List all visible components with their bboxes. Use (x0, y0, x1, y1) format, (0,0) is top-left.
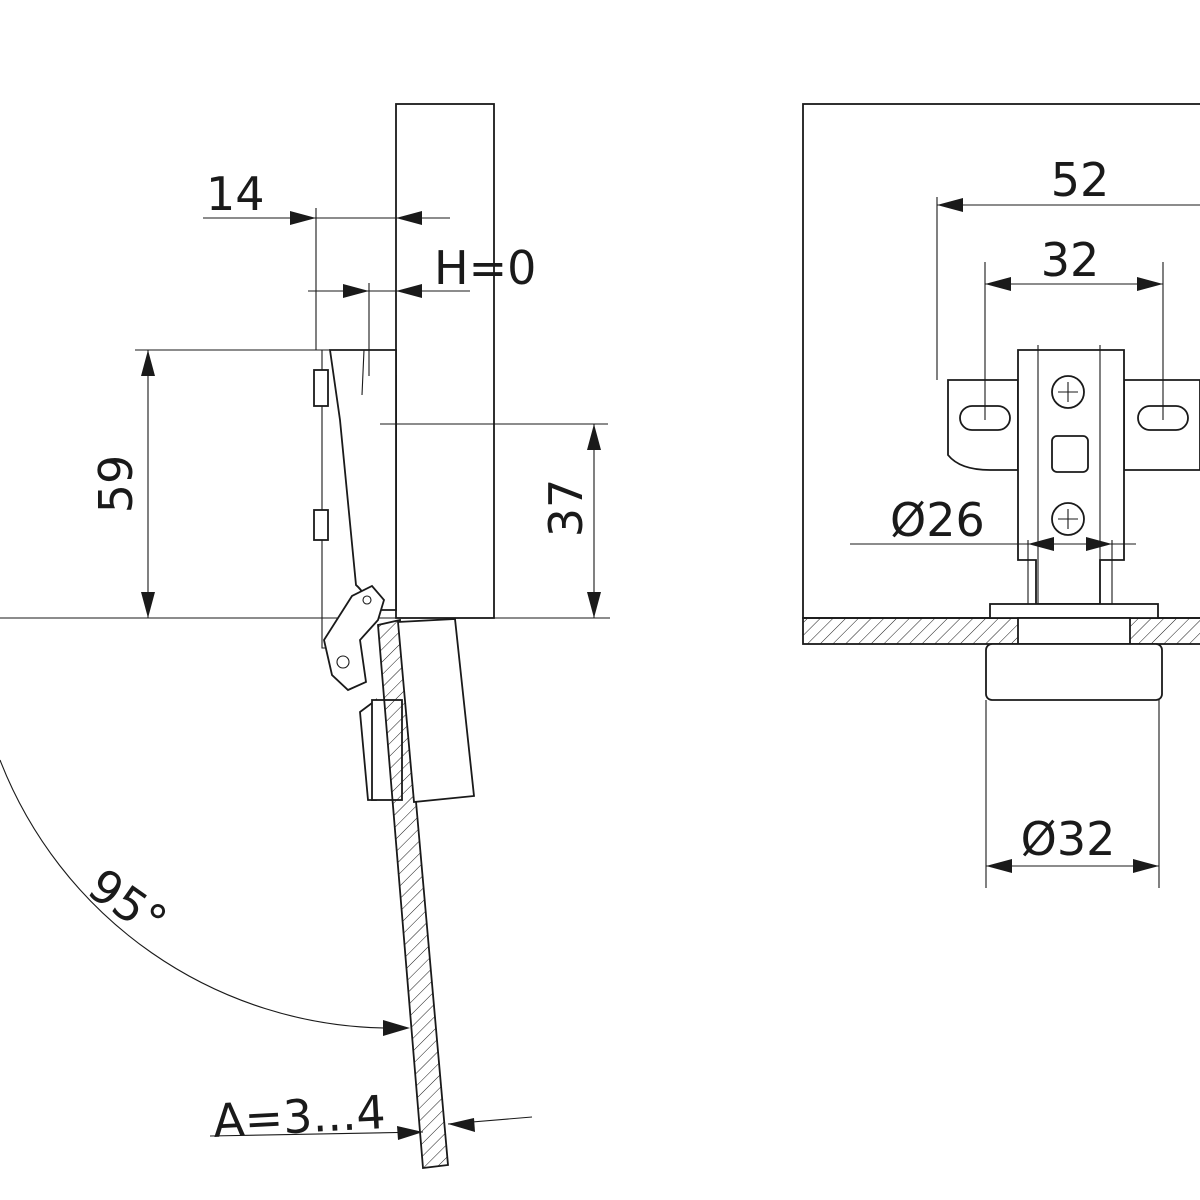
dim-width-32: 32 (984, 233, 1164, 420)
dim-width-52-text: 52 (1051, 153, 1110, 207)
dim-overlay-14-text: 14 (206, 167, 265, 221)
front-adjust-window (1051, 435, 1089, 473)
front-cabinet-panel (802, 103, 1200, 619)
hinge-linkage (323, 584, 386, 692)
cup-block (397, 618, 475, 803)
dim-overlay-14: 14 (203, 167, 450, 350)
dim-gap-a-text: A=3...4 (212, 1085, 387, 1148)
dim-diameter-32: Ø32 (985, 700, 1160, 888)
hinge-arm (328, 349, 397, 611)
dim-angle-95-text: 95° (79, 858, 177, 949)
dim-height-h0-text: H=0 (434, 241, 536, 295)
front-cup-body (985, 643, 1163, 701)
front-cup-flange (989, 603, 1159, 619)
dim-cup-37-text: 37 (539, 479, 593, 538)
dim-cup-37: 37 (380, 423, 608, 618)
dim-width-32-text: 32 (1041, 233, 1100, 287)
dim-diameter-26: Ø26 (850, 493, 1136, 604)
arm-screw-upper (313, 369, 329, 407)
dim-width-52: 52 (936, 153, 1200, 380)
front-door-section (802, 617, 1200, 645)
front-view: 52 32 Ø26 Ø32 (802, 103, 1200, 888)
front-cup-ring (1017, 617, 1131, 645)
dim-plate-59: 59 (89, 349, 396, 618)
dim-angle-95: 95° (0, 759, 410, 1036)
hinge-pin-lower (336, 655, 350, 669)
dim-height-h0: H=0 (308, 241, 536, 376)
side-view: 14 H=0 59 37 9 (0, 103, 610, 1170)
hinge-pin-upper (362, 595, 372, 605)
arm-screw-lower (313, 509, 329, 541)
dim-plate-59-text: 59 (89, 455, 143, 514)
door-panel (377, 618, 449, 1170)
dim-diameter-26-text: Ø26 (890, 493, 985, 547)
dim-gap-a: A=3...4 (209, 1085, 533, 1148)
cabinet-side-panel (395, 103, 495, 619)
dim-diameter-32-text: Ø32 (1021, 812, 1116, 866)
